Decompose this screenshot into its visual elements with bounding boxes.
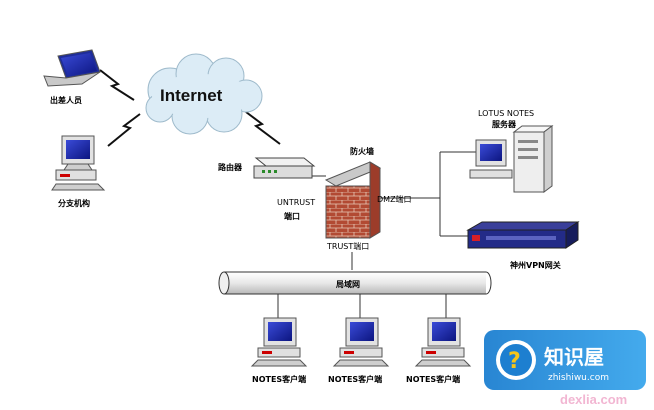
desktop-pc-icon [51, 135, 106, 191]
client-label-2: NOTES客户端 [328, 374, 382, 384]
vpn-gateway-icon [466, 221, 580, 249]
lightning-icon [245, 111, 281, 145]
watermark-title: 知识屋 [544, 345, 604, 369]
lotus-notes-label: LOTUS NOTES [478, 109, 534, 118]
firewall-icon [324, 161, 382, 239]
lan-label: 局域网 [335, 279, 360, 289]
client-label-3: NOTES客户端 [406, 374, 460, 384]
lan-pipe [218, 271, 492, 295]
watermark: ? 知识屋 zhishiwu.com dexlia.com [484, 330, 646, 407]
svg-text:?: ? [508, 349, 521, 374]
client-pc-icon [414, 317, 472, 367]
vpn-gateway-label: 神州VPN网关 [510, 260, 561, 270]
internet-label: Internet [160, 86, 223, 105]
client-pc-icon [250, 317, 308, 367]
client-label-1: NOTES客户端 [252, 374, 306, 384]
client-pc-icon [332, 317, 390, 367]
wireless-links [99, 69, 281, 147]
lightning-icon [99, 69, 135, 101]
watermark-subtitle: zhishiwu.com [548, 373, 609, 383]
server-icon [469, 125, 554, 193]
router-label: 路由器 [218, 162, 243, 172]
server-label: 服务器 [492, 119, 517, 129]
trust-port-label: TRUST端口 [326, 241, 369, 251]
router-icon [253, 157, 316, 179]
untrust-label: UNTRUST [277, 198, 315, 207]
firewall-label: 防火墙 [350, 146, 374, 156]
internet-cloud: Internet [145, 53, 263, 135]
laptop-icon [43, 49, 101, 87]
untrust-port-label: 端口 [284, 211, 300, 221]
dmz-port-label: DMZ端口 [377, 194, 412, 204]
mobile-staff-label: 出差人员 [50, 95, 82, 105]
branch-office-label: 分支机构 [58, 198, 90, 208]
watermark-domain: dexlia.com [560, 392, 627, 407]
lightning-icon [107, 113, 141, 147]
